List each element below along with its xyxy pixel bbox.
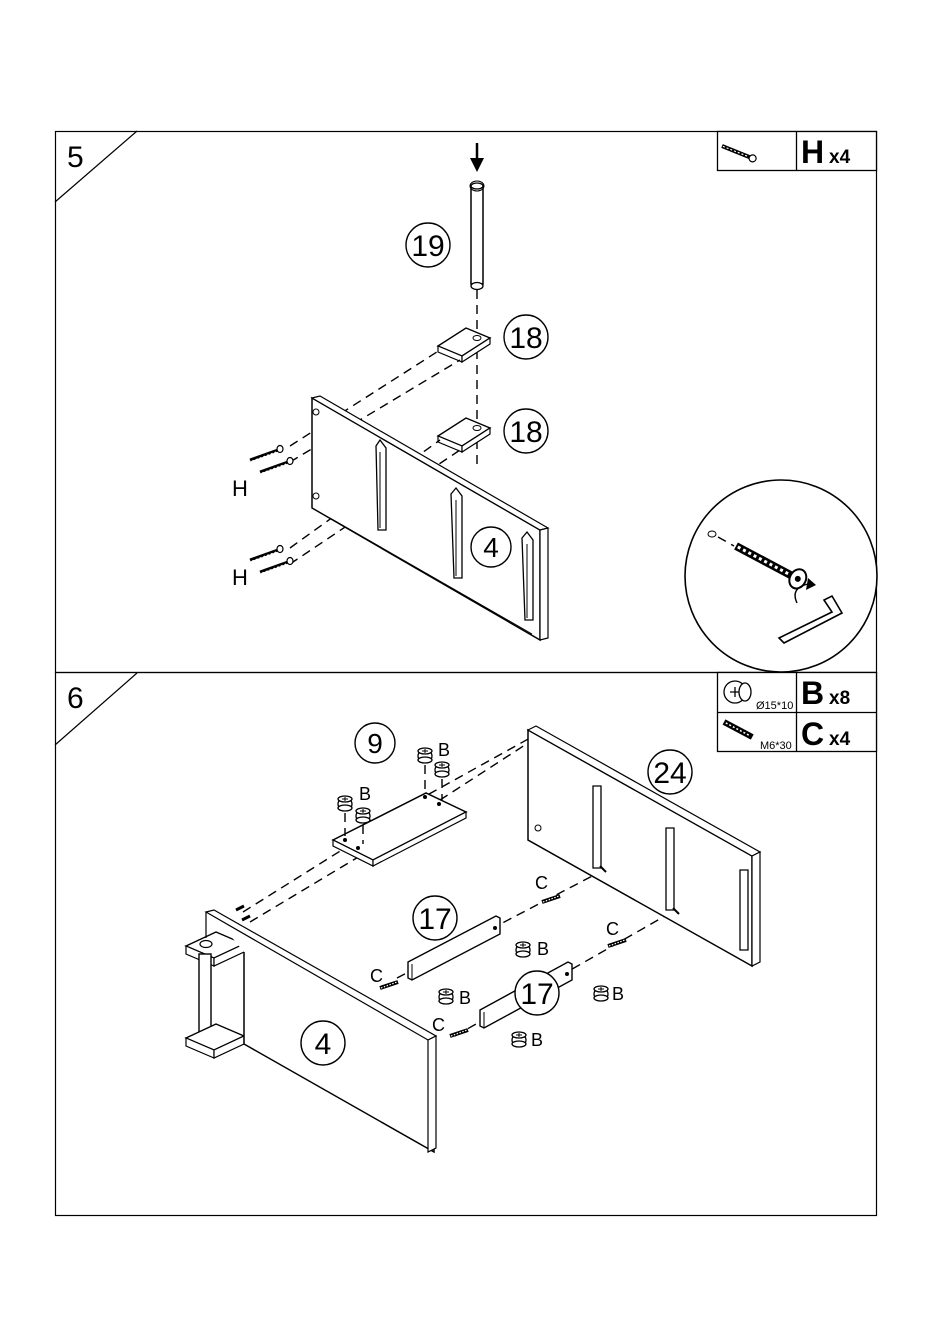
hardware-qty: x4 — [829, 147, 851, 168]
dowel-label-c: C — [432, 1015, 445, 1035]
cam-label-b: B — [459, 988, 471, 1008]
cam-label-b: B — [612, 984, 624, 1004]
part-label-9: 9 — [367, 728, 383, 759]
screw-label-h-upper: H — [232, 476, 248, 501]
detail-callout — [685, 480, 877, 672]
arrow-down-icon — [470, 143, 484, 172]
hardware-letter-b: B — [801, 675, 824, 711]
part-24-back-panel — [528, 726, 760, 966]
step-number: 6 — [67, 682, 84, 715]
hardware-qty-b: x8 — [829, 688, 850, 709]
cam-label-b: B — [359, 784, 371, 804]
cam-label-b: B — [531, 1030, 543, 1050]
leg-post-assembly — [186, 932, 244, 1058]
dowel-label-c: C — [535, 873, 548, 893]
hardware-letter-c: C — [801, 716, 824, 752]
part-9-shelf — [333, 793, 466, 866]
screw-h-group-upper — [250, 446, 293, 474]
screw-label-h-lower: H — [232, 565, 248, 590]
cam-label-b: B — [537, 939, 549, 959]
part-label-4: 4 — [315, 1028, 332, 1061]
step-number: 5 — [67, 141, 84, 174]
hardware-size-c: M6*30 — [760, 740, 792, 752]
part-label-17-lower: 17 — [520, 978, 553, 1011]
cam-lock-icon — [724, 681, 751, 703]
dowel-label-c: C — [606, 919, 619, 939]
step-5-panel: 5 H x4 19 — [55, 131, 877, 673]
part-18-lower-plate — [438, 418, 490, 452]
step-6-panel: 6 Ø15*10 B x8 M6*30 C x4 — [55, 673, 877, 1216]
screw-h-group-lower — [250, 546, 293, 574]
part-label-17-upper: 17 — [418, 903, 451, 936]
hardware-box-h: H x4 — [718, 132, 877, 171]
part-label-24: 24 — [653, 757, 686, 790]
cam-label-b: B — [438, 740, 450, 760]
part-18-upper-plate — [438, 328, 490, 362]
dowel-label-c: C — [370, 966, 383, 986]
part-label-19: 19 — [411, 230, 444, 263]
part-label-18-upper: 18 — [509, 322, 542, 355]
hardware-box-b-c: Ø15*10 B x8 M6*30 C x4 — [718, 673, 877, 753]
hardware-letter: H — [801, 134, 824, 170]
part-label-4: 4 — [483, 532, 499, 563]
hardware-qty-c: x4 — [829, 729, 851, 750]
hardware-size-b: Ø15*10 — [756, 700, 793, 712]
part-label-18-lower: 18 — [509, 416, 542, 449]
